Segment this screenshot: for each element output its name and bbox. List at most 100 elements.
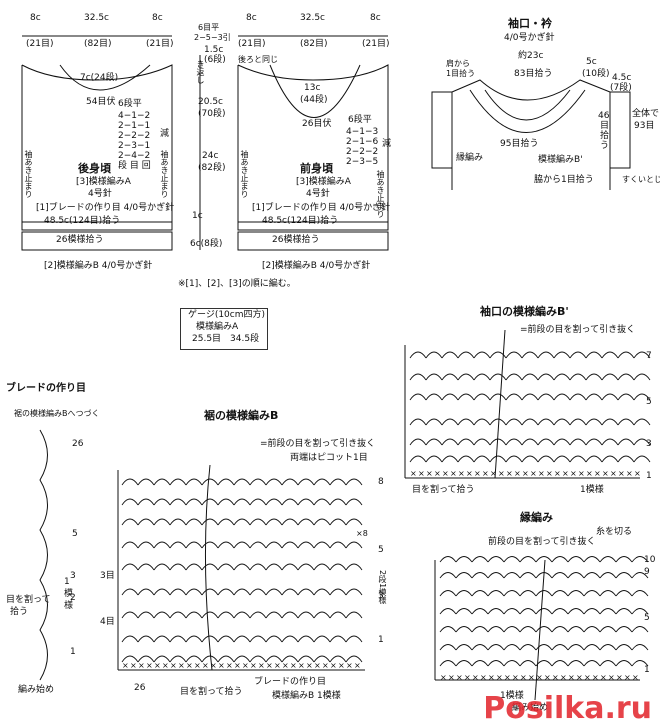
chain-arch bbox=[153, 478, 171, 486]
sc-mark: × bbox=[418, 469, 425, 478]
chain-arch bbox=[281, 541, 299, 549]
chain-arch bbox=[599, 556, 617, 563]
chain-arch bbox=[487, 626, 505, 633]
chain-arch bbox=[265, 655, 283, 663]
front-bottom-width: 48.5c(124目)拾う bbox=[262, 216, 339, 226]
chain-arch bbox=[297, 588, 315, 596]
chain-arch bbox=[457, 418, 475, 426]
chain-arch bbox=[537, 418, 555, 426]
chain-arch bbox=[455, 556, 473, 563]
sc-mark: × bbox=[490, 469, 497, 478]
hem-bottom-26: 26 bbox=[134, 683, 146, 693]
chain-arch bbox=[519, 608, 537, 615]
chain-arch bbox=[585, 455, 603, 463]
braid-pickup-2: 拾う bbox=[10, 607, 29, 617]
chain-arch bbox=[551, 590, 569, 597]
chain-arch bbox=[169, 588, 187, 596]
front-hem-band bbox=[237, 231, 389, 251]
chain-arch bbox=[425, 438, 443, 446]
hem-row-3: 3 bbox=[378, 591, 384, 601]
chain-arch bbox=[217, 541, 235, 549]
dim-body-rows: (82段) bbox=[198, 163, 226, 173]
chain-arch bbox=[233, 478, 251, 486]
sleeve-chart-legend: =前段の目を割って引き抜く bbox=[520, 325, 636, 335]
chain-arch bbox=[505, 373, 523, 381]
chain-arch bbox=[169, 563, 187, 571]
watermark-logo: Posilka.ru bbox=[483, 691, 652, 726]
chain-arch bbox=[313, 655, 331, 663]
front-decrease: 減 bbox=[382, 139, 392, 149]
chain-arch bbox=[519, 590, 537, 597]
chain-arch bbox=[345, 588, 363, 596]
sc-mark: × bbox=[482, 469, 489, 478]
chain-arch bbox=[281, 478, 299, 486]
chain-arch bbox=[535, 556, 553, 563]
sc-mark: × bbox=[520, 673, 527, 682]
chain-arch bbox=[521, 351, 539, 359]
chain-arch bbox=[233, 563, 251, 571]
chain-arch bbox=[233, 635, 251, 643]
chain-arch bbox=[265, 498, 283, 506]
chain-arch bbox=[233, 498, 251, 506]
chain-arch bbox=[503, 644, 521, 651]
front-dim-center: 32.5c bbox=[300, 13, 325, 23]
sc-mark: × bbox=[474, 469, 481, 478]
dim-shoulder: 1.5c bbox=[204, 45, 224, 55]
chain-arch bbox=[583, 608, 601, 615]
braid-pickup-1: 目を割って bbox=[6, 595, 51, 605]
chain-arch bbox=[409, 438, 427, 446]
chain-arch bbox=[265, 518, 283, 526]
chain-arch bbox=[185, 541, 203, 549]
sc-mark: × bbox=[554, 469, 561, 478]
hem-bottom-braid: ブレードの作り目 bbox=[254, 677, 327, 687]
dim-hem-6c: 6c(8段) bbox=[190, 239, 223, 249]
chain-arch bbox=[233, 611, 251, 619]
chain-arch bbox=[329, 518, 347, 526]
chain-arch bbox=[249, 611, 267, 619]
chain-arch bbox=[425, 351, 443, 359]
back-seq-1: 4−1−2 bbox=[118, 111, 151, 121]
sc-mark: × bbox=[242, 661, 249, 670]
sc-mark: × bbox=[354, 661, 361, 670]
gauge-values: 25.5目 34.5段 bbox=[192, 334, 260, 344]
sc-mark: × bbox=[442, 469, 449, 478]
chain-arch bbox=[313, 611, 331, 619]
chain-arch bbox=[281, 498, 299, 506]
chain-arch bbox=[281, 588, 299, 596]
chain-arch bbox=[297, 518, 315, 526]
chain-arch bbox=[201, 611, 219, 619]
back-dim-left: 8c bbox=[30, 13, 41, 23]
chain-arch bbox=[265, 588, 283, 596]
sc-mark: × bbox=[512, 673, 519, 682]
sc-mark: × bbox=[578, 469, 585, 478]
chain-arch bbox=[601, 351, 619, 359]
chain-arch bbox=[583, 660, 601, 667]
front-pattern: [3]模様編みA bbox=[296, 177, 351, 187]
sc-mark: × bbox=[226, 661, 233, 670]
chain-arch bbox=[153, 498, 171, 506]
chain-arch bbox=[441, 438, 459, 446]
chain-arch bbox=[217, 635, 235, 643]
hem-row-1: 1 bbox=[378, 635, 384, 645]
chain-arch bbox=[567, 590, 585, 597]
chain-arch bbox=[583, 556, 601, 563]
chain-arch bbox=[537, 373, 555, 381]
front-dim-left: 8c bbox=[246, 13, 257, 23]
back-count-right: (21目) bbox=[146, 39, 174, 49]
sc-mark: × bbox=[514, 469, 521, 478]
chain-arch bbox=[329, 655, 347, 663]
chain-arch bbox=[169, 498, 187, 506]
chain-arch bbox=[583, 644, 601, 651]
dim-shoulder-sts: 6目平 bbox=[198, 23, 220, 32]
chain-arch bbox=[153, 588, 171, 596]
chain-arch bbox=[601, 418, 619, 426]
chain-arch bbox=[153, 518, 171, 526]
chain-arch bbox=[455, 660, 473, 667]
chain-arch bbox=[409, 393, 427, 401]
back-dim-right: 8c bbox=[152, 13, 163, 23]
chain-arch bbox=[137, 478, 155, 486]
back-hem-pickup: 26模様拾う bbox=[56, 235, 104, 245]
chain-arch bbox=[601, 438, 619, 446]
sc-mark: × bbox=[448, 673, 455, 682]
chain-arch bbox=[249, 635, 267, 643]
